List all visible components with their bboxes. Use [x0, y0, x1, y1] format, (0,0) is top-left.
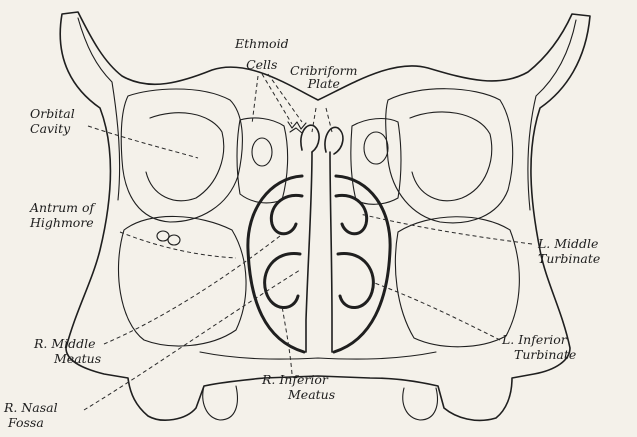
label-l-inferior-turbinate-line1: L. Inferior [502, 332, 576, 347]
label-cribriform-plate-line2: Plate [290, 77, 358, 90]
label-antrum-line1: Antrum of [30, 200, 94, 215]
right-ethmoid-box [351, 119, 401, 205]
hard-palate [200, 352, 436, 359]
left-antrum [118, 216, 246, 346]
left-inferior-turbinate [338, 254, 373, 308]
label-antrum-of-highmore: Antrum of Highmore [30, 200, 94, 230]
antrum-foramen-b [168, 235, 180, 245]
right-middle-turbinate [271, 195, 302, 233]
left-orbit-arm [78, 18, 120, 200]
label-r-middle-meatus-line1: R. Middle [34, 336, 101, 351]
label-cribriform-plate: Cribriform Plate [290, 64, 358, 90]
label-l-inferior-turbinate-line2: Turbinate [502, 347, 576, 362]
label-r-nasal-fossa-line2: Fossa [4, 415, 58, 430]
label-orbital-cavity-line2: Cavity [30, 121, 75, 136]
leader-cribriform-plate [312, 108, 332, 132]
label-ethmoid-cells: Ethmoid Cells [235, 36, 289, 72]
right-orbit-inner [410, 112, 492, 201]
left-middle-turbinate [336, 195, 367, 233]
label-antrum-line2: Highmore [30, 215, 94, 230]
right-nasal-fossa-wall [248, 176, 304, 352]
ethmoid-cell-left [252, 138, 272, 166]
ethmoid-cell-right [364, 132, 388, 164]
label-l-middle-turbinate-line2: Turbinate [538, 251, 600, 266]
nasal-septum [306, 152, 332, 352]
label-l-middle-turbinate: L. Middle Turbinate [538, 236, 600, 266]
label-r-middle-meatus: R. Middle Meatus [34, 336, 101, 366]
left-orbit-outline [121, 89, 242, 222]
right-antrum [395, 217, 519, 347]
label-ethmoid-cells-line2: Cells [235, 57, 289, 72]
label-r-nasal-fossa-line1: R. Nasal [4, 400, 58, 415]
right-inferior-turbinate [265, 254, 300, 308]
label-r-middle-meatus-line2: Meatus [34, 351, 101, 366]
left-orbit-inner [146, 113, 224, 201]
crista-galli [301, 125, 343, 154]
label-r-inferior-meatus-line2: Meatus [262, 387, 335, 402]
label-l-middle-turbinate-line1: L. Middle [538, 236, 600, 251]
right-orbit-outline [386, 89, 513, 223]
label-r-inferior-meatus-line1: R. Inferior [262, 372, 335, 387]
left-tooth [203, 386, 238, 420]
label-r-nasal-fossa: R. Nasal Fossa [4, 400, 58, 430]
label-r-inferior-meatus: R. Inferior Meatus [262, 372, 335, 402]
label-l-inferior-turbinate: L. Inferior Turbinate [502, 332, 576, 362]
label-ethmoid-cells-line1: Ethmoid [235, 36, 289, 51]
left-ethmoid-box [237, 118, 288, 203]
label-orbital-cavity-line1: Orbital [30, 106, 75, 121]
label-orbital-cavity: Orbital Cavity [30, 106, 75, 136]
leader-orbital-cavity [88, 126, 198, 158]
right-tooth [403, 388, 438, 420]
leader-l-inferior-turbinate [372, 282, 500, 340]
antrum-foramen-a [157, 231, 169, 241]
